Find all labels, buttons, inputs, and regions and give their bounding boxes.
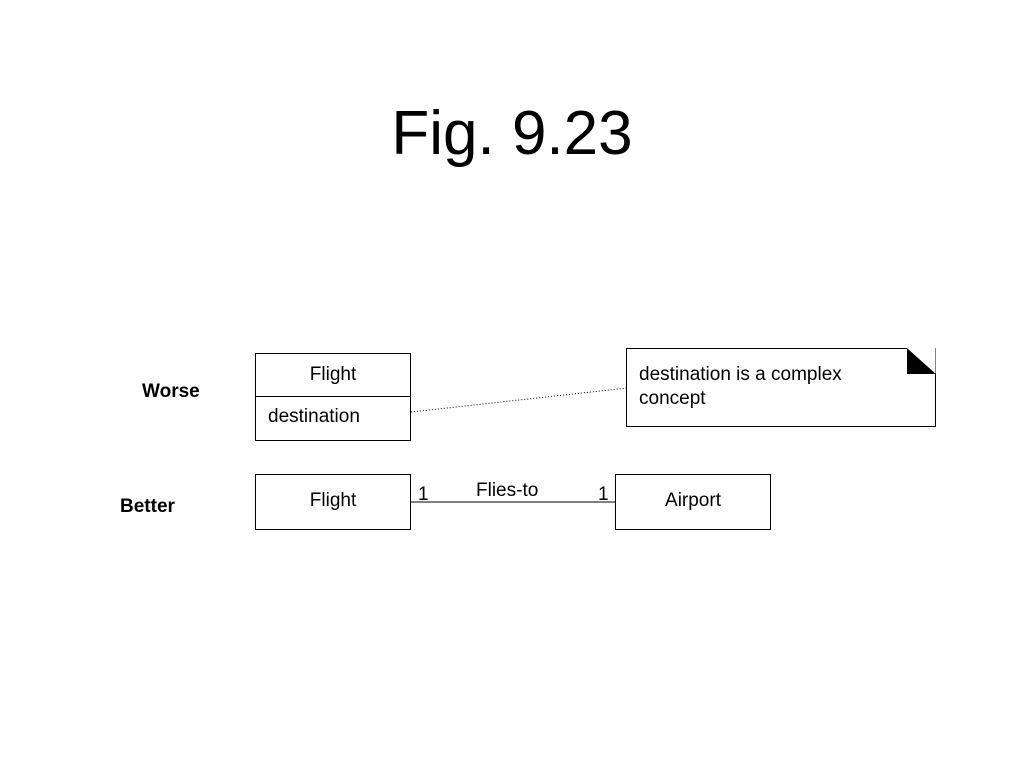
flight-class-box-worse[interactable]: Flight destination xyxy=(255,353,411,441)
right-multiplicity: 1 xyxy=(598,484,609,505)
flight-class-box-better[interactable]: Flight xyxy=(255,474,411,530)
note-anchor-line xyxy=(401,387,628,414)
comment-note[interactable]: destination is a complex concept xyxy=(626,348,936,427)
note-text: destination is a complex concept xyxy=(639,364,842,409)
destination-attribute: destination xyxy=(268,406,360,427)
airport-class-box[interactable]: Airport xyxy=(615,474,771,530)
figure-title: Fig. 9.23 xyxy=(391,99,633,168)
note-fold-corner xyxy=(907,348,936,374)
airport-class-name: Airport xyxy=(665,490,721,511)
association-name: Flies-to xyxy=(476,480,539,501)
left-multiplicity: 1 xyxy=(418,484,429,505)
worse-label: Worse xyxy=(142,381,200,402)
flight-class-name: Flight xyxy=(256,354,410,397)
better-label: Better xyxy=(120,496,175,517)
flight-class-name: Flight xyxy=(309,490,357,511)
